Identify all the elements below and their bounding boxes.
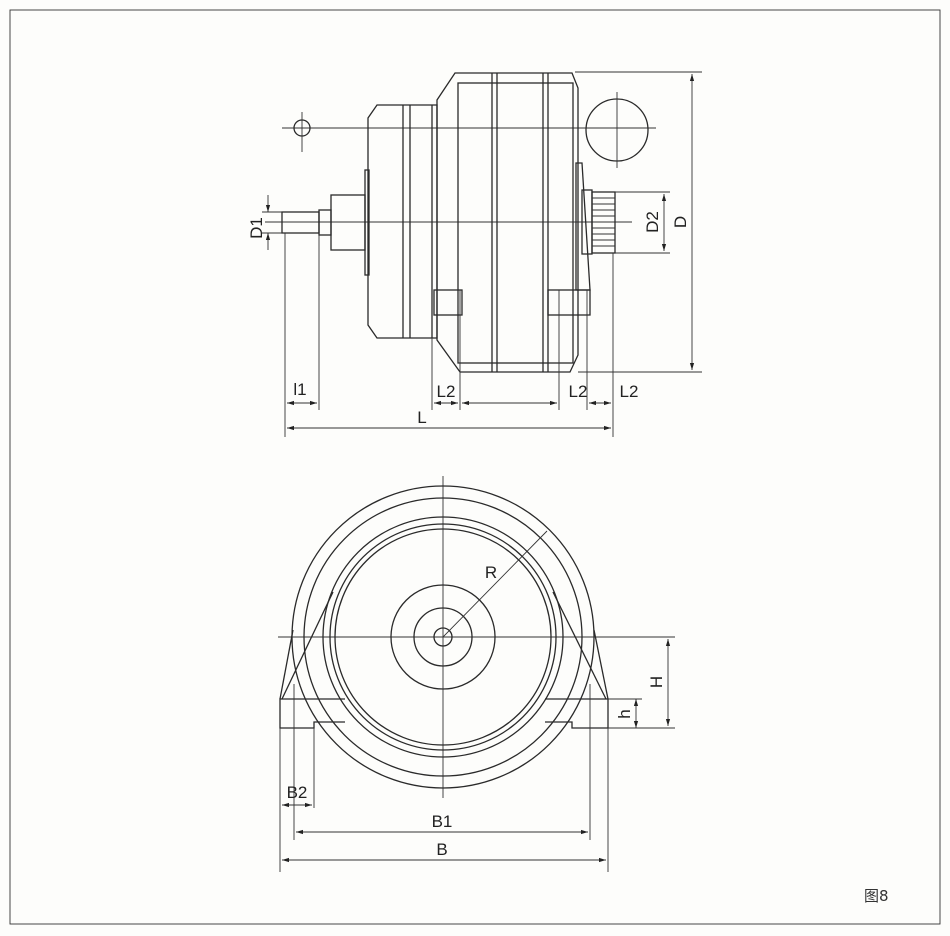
- input-shaft-collar: [330, 194, 366, 251]
- output-gear-shaft: [591, 191, 616, 254]
- dim-L2-label: L2: [620, 382, 639, 401]
- frame-border: [9, 9, 941, 925]
- dim-L2-label: L2: [437, 382, 456, 401]
- foot-pad: [433, 289, 463, 316]
- main-housing: [436, 72, 579, 373]
- dim-B1-label: B1: [432, 812, 453, 831]
- figure-caption: 图8: [864, 887, 889, 905]
- dim-h-label: h: [615, 709, 634, 718]
- dim-R-label: R: [485, 563, 497, 582]
- dim-D2-label: D2: [643, 211, 662, 233]
- radius-line: [442, 530, 548, 638]
- dim-l1-label: l1: [293, 380, 306, 399]
- dim-B2-label: B2: [287, 783, 308, 802]
- gear-pitch-circle: [585, 92, 649, 168]
- side-view: D D2 D1 l1 L2 L2 L2 L: [247, 71, 702, 437]
- dim-H-label: H: [647, 676, 666, 688]
- left-foot: [279, 698, 345, 729]
- dim-L-label: L: [417, 408, 426, 427]
- mounting-hole-symbol: [293, 112, 311, 152]
- dim-D-label: D: [671, 216, 690, 228]
- right-foot: [545, 698, 609, 729]
- input-shaft: [281, 211, 320, 234]
- front-view: R h H B2 B1 B: [278, 476, 675, 872]
- dim-B-label: B: [436, 840, 447, 859]
- shaft-bore: [433, 627, 453, 647]
- dim-L2-label: L2: [569, 382, 588, 401]
- foot-pad: [547, 289, 591, 316]
- dim-D1-label: D1: [247, 217, 266, 239]
